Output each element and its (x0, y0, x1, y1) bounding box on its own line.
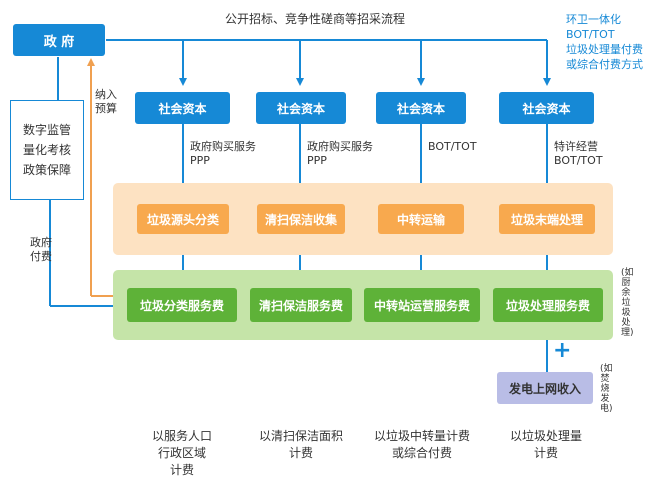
billing-note-line: 或综合付费 (391, 446, 452, 460)
note-line: BOT/TOT (566, 28, 615, 41)
billing-note-line: 行政区域 (157, 446, 206, 460)
social-capital-box: 社会资本 (376, 92, 466, 124)
mode-label: 政府购买服务 PPP (190, 140, 256, 168)
billing-note-line: 以服务人口 (151, 429, 212, 443)
plus-icon: + (553, 338, 572, 363)
note-line: 或综合付费方式 (566, 58, 643, 71)
budget-label: 纳入预算 (95, 88, 119, 116)
mode-text: PPP (307, 154, 327, 167)
policy-box: 数字监管 量化考核 政策保障 (10, 100, 84, 200)
top-right-note: 环卫一体化 BOT/TOT 垃圾处理量付费 或综合付费方式 (566, 12, 661, 72)
service-box: 中转运输 (378, 204, 464, 234)
mode-label: 政府购买服务 PPP (307, 140, 373, 168)
policy-line: 量化考核 (22, 143, 71, 157)
government-box: 政 府 (13, 24, 105, 56)
billing-note: 以清扫保洁面积 计费 (248, 428, 354, 462)
fee-box: 垃圾分类服务费 (127, 288, 237, 322)
billing-note-line: 以垃圾中转量计费 (373, 429, 470, 443)
mode-text: 政府购买服务 (190, 140, 256, 153)
gov-pay-label-text: 政府付费 (30, 236, 52, 263)
social-capital-box: 社会资本 (135, 92, 230, 124)
mode-label: 特许经营 BOT/TOT (554, 140, 603, 168)
kitchen-waste-note-text: (如厨余垃圾处理) (621, 268, 634, 338)
mode-text: BOT/TOT (428, 140, 477, 153)
mode-text: 政府购买服务 (307, 140, 373, 153)
social-capital-box: 社会资本 (499, 92, 594, 124)
service-box: 清扫保洁收集 (257, 204, 345, 234)
billing-note-line: 以垃圾处理量 (509, 429, 582, 443)
billing-note-line: 计费 (533, 446, 558, 460)
mode-text: 特许经营 (554, 140, 598, 153)
policy-line: 政策保障 (22, 163, 71, 177)
fee-box: 中转站运营服务费 (364, 288, 480, 322)
note-line: 垃圾处理量付费 (566, 43, 643, 56)
billing-note-line: 计费 (169, 463, 194, 477)
gov-pay-label: 政府付费 (30, 236, 54, 264)
budget-label-text: 纳入预算 (95, 88, 117, 115)
social-capital-box: 社会资本 (256, 92, 346, 124)
service-box: 垃圾源头分类 (137, 204, 229, 234)
note-line: 环卫一体化 (566, 13, 621, 26)
mode-text: PPP (190, 154, 210, 167)
incineration-note-text: (如焚烧发电) (600, 364, 613, 414)
billing-note: 以服务人口 行政区域 计费 (135, 428, 229, 479)
power-income-box: 发电上网收入 (497, 372, 593, 404)
fee-box: 垃圾处理服务费 (493, 288, 603, 322)
mode-label: BOT/TOT (428, 140, 477, 154)
billing-note: 以垃圾中转量计费 或综合付费 (364, 428, 480, 462)
policy-line: 数字监管 (22, 123, 71, 137)
kitchen-waste-note: (如厨余垃圾处理) (621, 268, 634, 338)
billing-note-line: 以清扫保洁面积 (258, 429, 343, 443)
service-box: 垃圾末端处理 (499, 204, 595, 234)
fee-box: 清扫保洁服务费 (250, 288, 352, 322)
billing-note-line: 计费 (288, 446, 313, 460)
incineration-note: (如焚烧发电) (600, 364, 613, 414)
mode-text: BOT/TOT (554, 154, 603, 167)
billing-note: 以垃圾处理量 计费 (496, 428, 596, 462)
process-label: 公开招标、竞争性磋商等招采流程 (225, 12, 406, 26)
